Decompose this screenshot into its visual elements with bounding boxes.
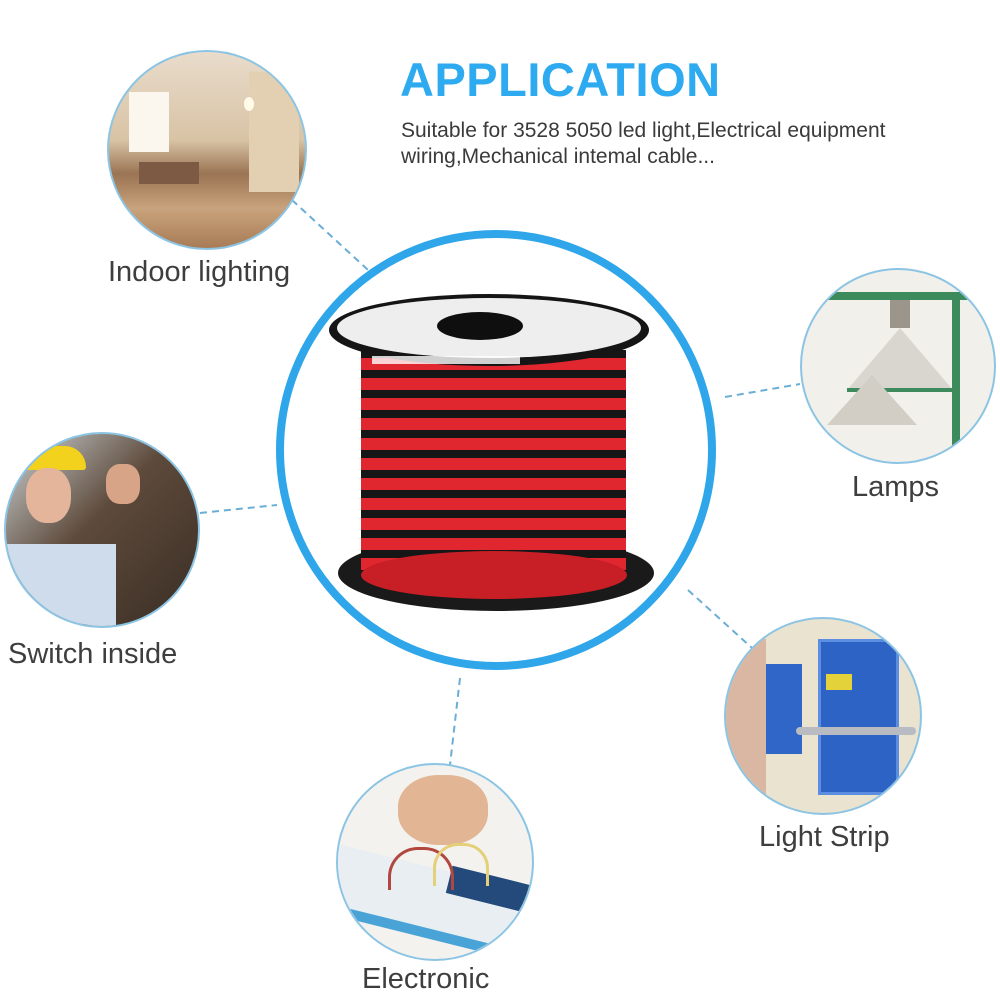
connector-switch-inside xyxy=(199,504,278,514)
electronic-image xyxy=(336,763,534,961)
connector-lamps xyxy=(724,383,801,398)
indoor-lighting-image xyxy=(107,50,307,250)
label-indoor-lighting: Indoor lighting xyxy=(108,256,291,288)
connector-light-strip xyxy=(687,589,753,649)
page-subtitle: Suitable for 3528 5050 led light,Electri… xyxy=(401,119,886,168)
connector-indoor-lighting xyxy=(291,199,369,271)
label-electronic: Electronic xyxy=(362,963,490,995)
switch-inside-image xyxy=(4,432,200,628)
lamps-image xyxy=(800,268,996,464)
light-strip-image xyxy=(724,617,922,815)
page-title: APPLICATION xyxy=(400,53,721,106)
wire-spool-image xyxy=(329,294,654,611)
label-lamps: Lamps xyxy=(852,471,940,503)
label-light-strip: Light Strip xyxy=(759,821,890,853)
product-frame xyxy=(276,230,716,670)
label-switch-inside: Switch inside xyxy=(8,638,178,670)
connector-electronic xyxy=(449,677,461,766)
